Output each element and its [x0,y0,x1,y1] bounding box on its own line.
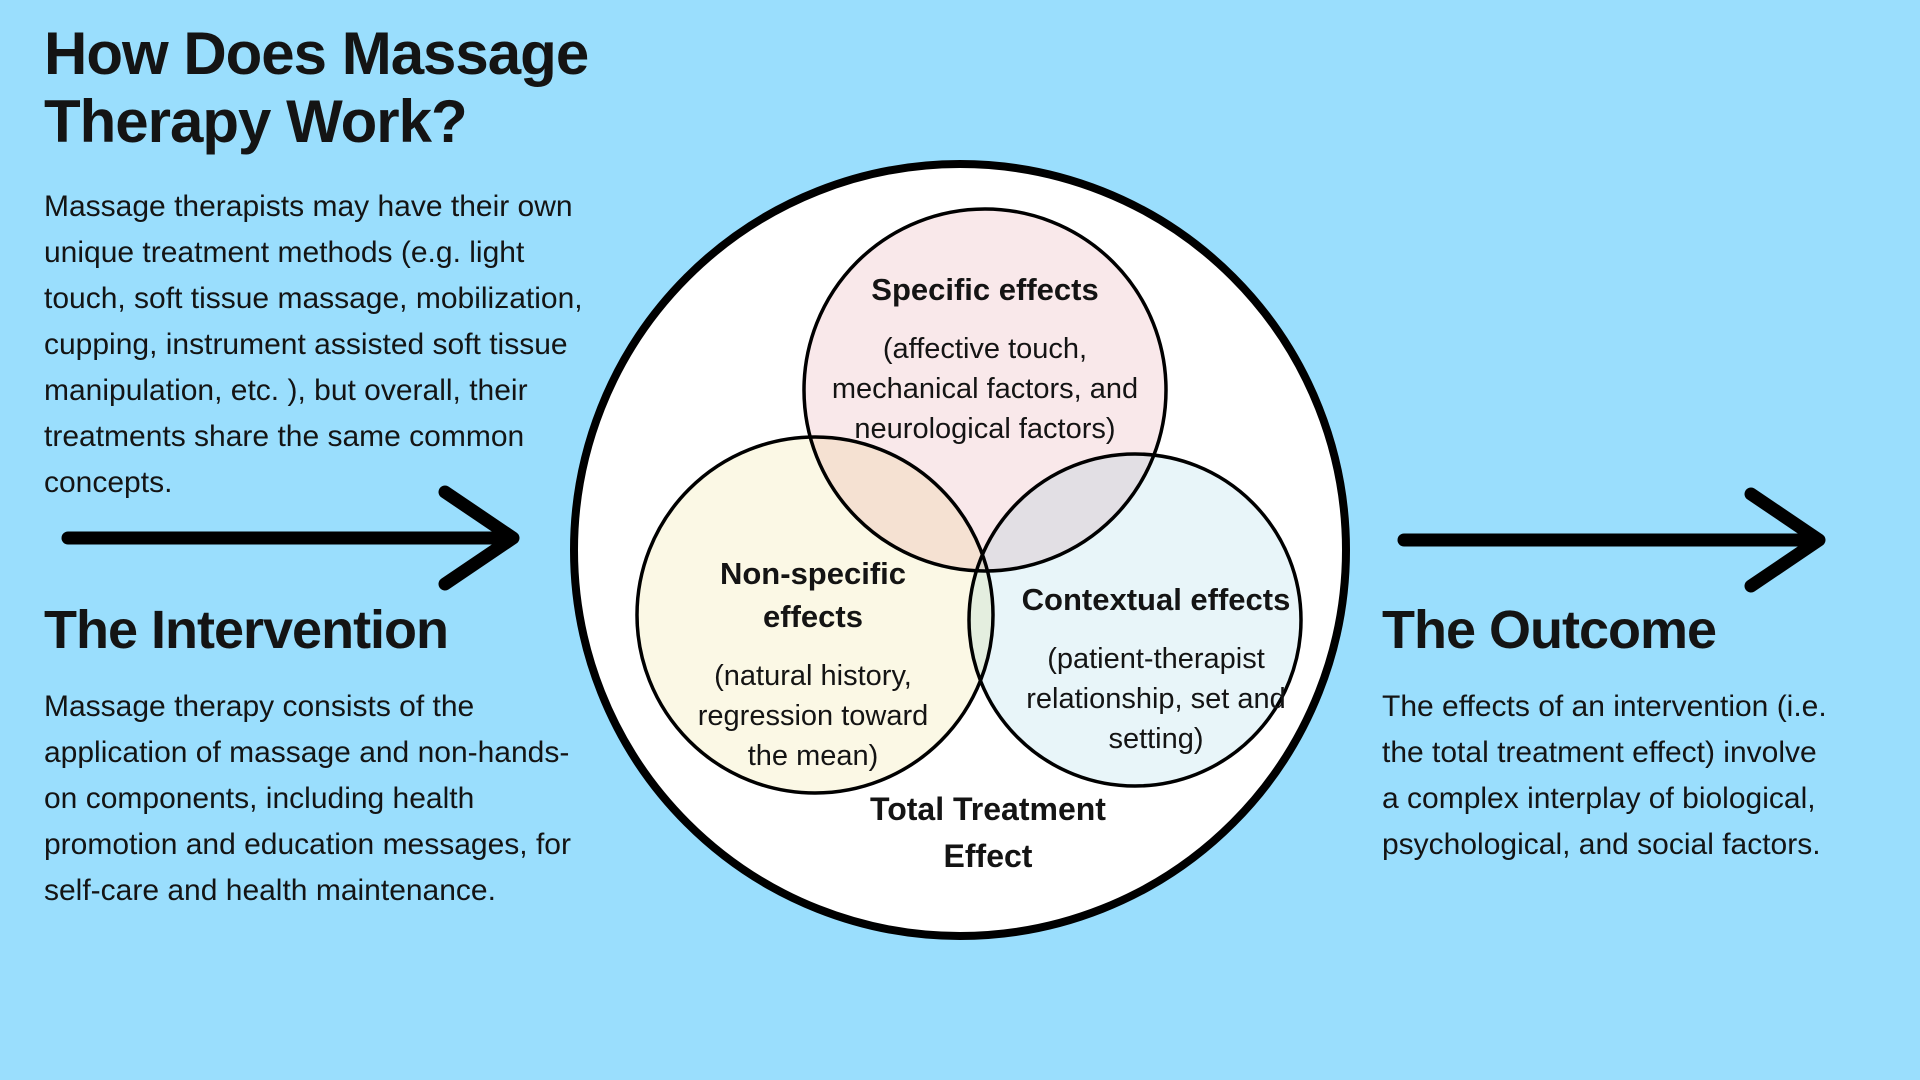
page-title-line1: How Does Massage [44,20,589,87]
contextual-effects-subtitle: (patient-therapist relationship, set and… [1026,643,1286,755]
nonspecific-effects-label: Non-specific effects (natural history, r… [658,534,968,794]
outcome-heading: The Outcome [1382,600,1717,660]
outcome-paragraph: The effects of an intervention (i.e. the… [1382,690,1827,861]
contextual-effects-circle [967,452,1303,788]
intro-paragraph: Massage therapists may have their own un… [44,190,583,499]
contextual-effects-title: Contextual effects [1021,582,1291,617]
page-title-line2: Therapy Work? [44,88,468,155]
nonspecific-effects-title: Non-specific effects [719,556,907,634]
intervention-heading: The Intervention [44,600,449,660]
specific-effects-label: Specific effects (affective touch, mecha… [795,250,1175,467]
specific-effects-title: Specific effects [871,272,1099,307]
total-treatment-effect-caption: Total Treatment Effect [870,791,1106,874]
venn-diagram [570,160,1350,940]
specific-effects-subtitle: (affective touch, mechanical factors, an… [831,333,1139,445]
flow-arrow-right-icon [1397,487,1826,593]
intervention-paragraph: Massage therapy consists of the applicat… [44,690,571,907]
flow-arrow-left-icon [61,485,520,591]
contextual-effects-label: Contextual effects (patient-therapist re… [981,560,1331,777]
nonspecific-effects-subtitle: (natural history, regression toward the … [697,660,929,772]
